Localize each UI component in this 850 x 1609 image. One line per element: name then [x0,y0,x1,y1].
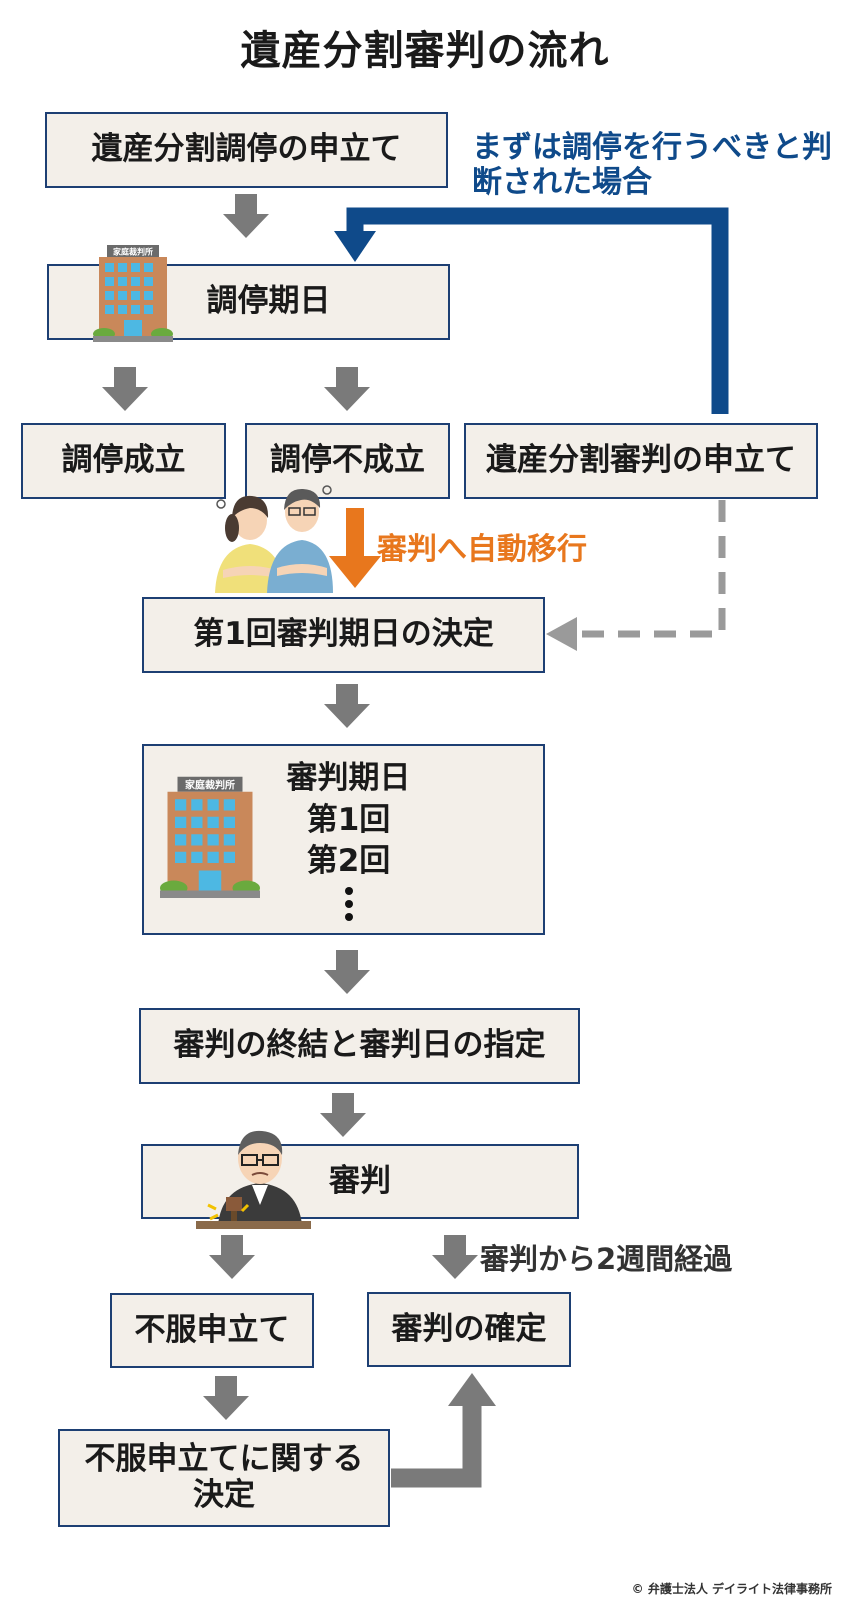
box-mediation-success: 調停成立 [21,423,226,499]
arrow-appeal-to-decision [203,1376,249,1420]
arrow-conclusion-to-adjudication [320,1093,366,1137]
note-auto-transition: 審判へ自動移行 [377,532,587,567]
judge-icon [196,1130,311,1229]
copyright-notice: © 弁護士法人 デイライト法律事務所 [631,1582,832,1596]
note-mediation-first: まずは調停を行うべきと判断された場合 [472,130,832,200]
blue-arrowhead [334,231,376,262]
hearing-second: 第2回 [306,843,391,880]
building-sign-text: 家庭裁判所 [113,247,153,257]
blue-return-path [346,207,729,414]
building-sign-text-large: 家庭裁判所 [185,779,235,792]
hearing-heading: 審判期日 [286,759,411,796]
continuation-dots [344,887,353,922]
arrow-adjudication-to-final [432,1235,478,1279]
hearing-first: 第1回 [306,801,391,838]
arrow-date-to-success [102,367,148,411]
arrow-adjudication-to-appeal [209,1235,255,1279]
arguing-couple-icon [215,485,333,593]
court-building-large-icon: 家庭裁判所 [160,776,260,898]
dashed-arrowhead [546,617,577,651]
box-conclusion: 審判の終結と審判日の指定 [139,1008,580,1084]
orange-arrow [329,508,381,588]
arrow-hearings-to-conclusion [324,950,370,994]
arrow-date-to-failure [324,367,370,411]
box-appeal: 不服申立て [110,1293,314,1368]
box-appeal-decision: 不服申立てに関する決定 [58,1429,390,1527]
decision-to-final-arrowhead [448,1373,496,1406]
box-mediation-petition: 遺産分割調停の申立て [45,112,448,188]
note-two-weeks: 審判から2週間経過 [480,1242,733,1276]
page-title: 遺産分割審判の流れ [240,28,610,74]
court-building-icon: 家庭裁判所 [93,245,173,342]
box-mediation-failure: 調停不成立 [245,423,450,499]
decision-to-final-path [391,1404,482,1488]
dashed-path [577,500,726,638]
box-first-hearing-decision: 第1回審判期日の決定 [142,597,545,673]
box-adjudication-petition: 遺産分割審判の申立て [464,423,818,499]
box-finalization: 審判の確定 [367,1292,571,1367]
hearing-list: 審判期日 第1回 第2回 [287,758,411,922]
arrow-petition-to-date [223,194,269,238]
arrow-decision-to-hearings [324,684,370,728]
